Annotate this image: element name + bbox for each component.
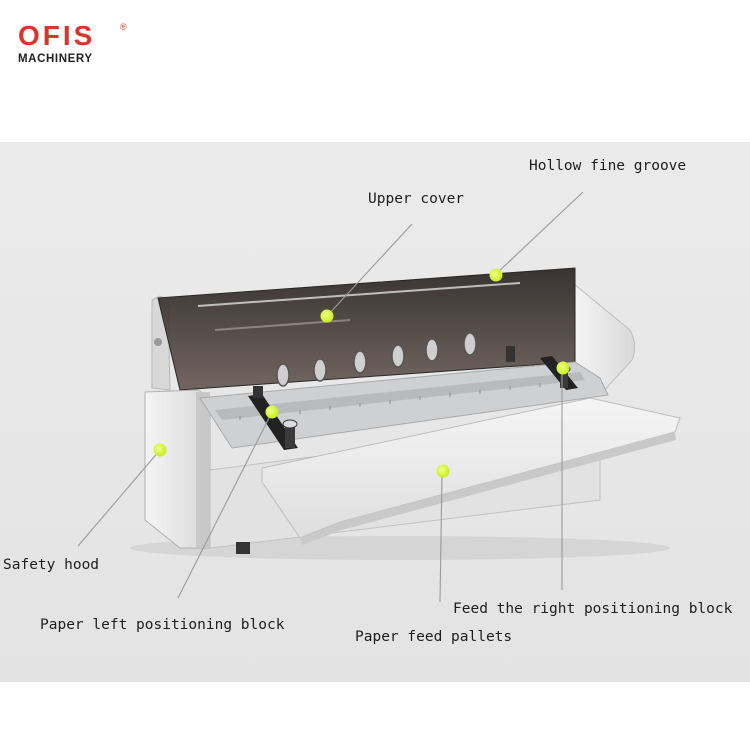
registered-mark: ® [120, 22, 127, 32]
marker-safety-hood [153, 443, 167, 457]
left-positioning-block [248, 386, 298, 450]
callout-markers [153, 268, 570, 478]
machine-photo [0, 142, 750, 682]
creasing-machine-illustration [77, 191, 681, 603]
label-feed-right-positioning-block: Feed the right positioning block [453, 601, 733, 617]
marker-left-positioning-block [265, 405, 279, 419]
leader-lines [77, 191, 584, 603]
paper-bed-ruler [215, 372, 585, 420]
pallet-edge [300, 432, 676, 545]
marker-paper-feed-pallets [436, 464, 450, 478]
label-safety-hood: Safety hood [3, 557, 100, 573]
cover-slot-1 [197, 282, 521, 307]
label-paper-left-positioning-block: Paper left positioning block [40, 617, 285, 633]
marker-right-positioning-block [556, 361, 570, 375]
marker-upper-cover [320, 309, 334, 323]
creasing-wheels [276, 332, 477, 387]
right-side-panel [574, 283, 636, 396]
marker-hollow-fine-groove [489, 268, 503, 282]
label-upper-cover: Upper cover [368, 191, 465, 207]
label-hollow-fine-groove: Hollow fine groove [529, 158, 687, 174]
brand-subtitle: MACHINERY [18, 53, 93, 65]
ruler-ticks [239, 380, 571, 420]
brand-logo: OFIS ® MACHINERY [18, 20, 127, 66]
foot-left [236, 542, 250, 554]
label-paper-feed-pallets: Paper feed pallets [355, 629, 513, 645]
brand-name: OFIS [18, 20, 96, 51]
floor-shadow [130, 536, 670, 560]
left-knob [154, 338, 162, 346]
safety-hood-edge [196, 392, 210, 548]
